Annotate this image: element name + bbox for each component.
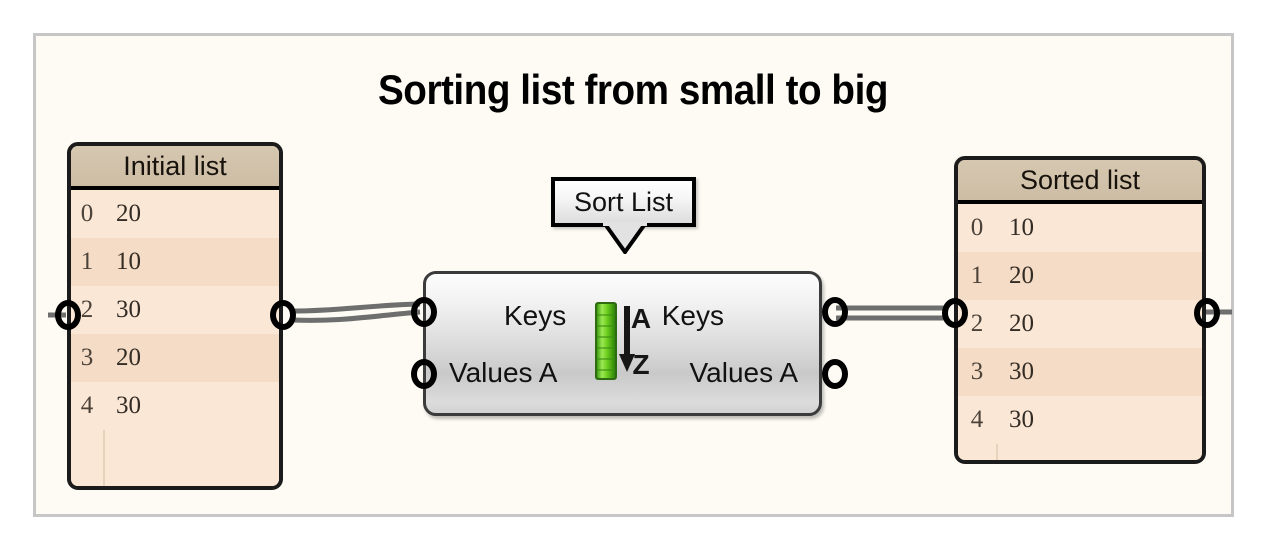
row-value: 30 xyxy=(116,392,141,419)
page-title: Sorting list from small to big xyxy=(377,66,888,113)
list-item[interactable]: 4 30 xyxy=(71,382,279,430)
initial-list-input-connector[interactable] xyxy=(55,300,81,330)
sorted-list-body: 0 10 1 20 2 20 3 30 4 30 xyxy=(958,204,1202,460)
row-index: 1 xyxy=(80,248,94,275)
initial-list-panel[interactable]: Initial list 0 20 1 10 2 30 3 20 4 30 xyxy=(67,142,283,490)
row-index: 2 xyxy=(80,296,94,323)
row-index: 0 xyxy=(970,214,984,241)
initial-list-body: 0 20 1 10 2 30 3 20 4 30 xyxy=(71,190,279,486)
component-output-connector-values-a[interactable] xyxy=(822,359,848,389)
row-index: 4 xyxy=(80,392,94,419)
list-item[interactable]: 1 20 xyxy=(958,252,1202,300)
list-item[interactable]: 1 10 xyxy=(71,238,279,286)
component-input-connector-keys[interactable] xyxy=(411,297,437,327)
sorted-list-panel[interactable]: Sorted list 0 10 1 20 2 20 3 30 4 30 xyxy=(954,156,1206,464)
row-index: 4 xyxy=(970,406,984,433)
sort-icon-letter-z: Z xyxy=(632,349,649,380)
row-value: 20 xyxy=(1009,262,1034,289)
row-index: 2 xyxy=(970,310,984,337)
row-value: 30 xyxy=(1009,406,1034,433)
initial-list-header: Initial list xyxy=(71,146,279,190)
row-value: 10 xyxy=(1009,214,1034,241)
sorted-list-output-connector[interactable] xyxy=(1194,298,1220,328)
sort-icon-letter-a: A xyxy=(631,303,651,334)
row-value: 20 xyxy=(1009,310,1034,337)
row-value: 30 xyxy=(1009,358,1034,385)
input-label-keys: Keys xyxy=(504,300,567,331)
row-value: 20 xyxy=(116,344,141,371)
sorted-list-header: Sorted list xyxy=(958,160,1202,204)
sort-list-callout[interactable]: Sort List xyxy=(551,177,696,227)
list-item[interactable]: 3 30 xyxy=(958,348,1202,396)
callout-tail-icon xyxy=(603,222,647,254)
row-value: 20 xyxy=(116,200,141,227)
output-label-keys: Keys xyxy=(661,300,724,331)
panel-empty-space xyxy=(958,444,1202,460)
sort-ascending-icon: A Z xyxy=(595,302,651,380)
component-output-connector-keys[interactable] xyxy=(822,297,848,327)
row-index: 3 xyxy=(80,344,94,371)
sort-list-callout-label: Sort List xyxy=(573,186,674,217)
row-index: 3 xyxy=(970,358,984,385)
row-value: 30 xyxy=(116,296,141,323)
output-label-values-a: Values A xyxy=(689,357,798,388)
list-item[interactable]: 0 10 xyxy=(958,204,1202,252)
component-input-connector-values-a[interactable] xyxy=(411,359,437,389)
list-item[interactable]: 3 20 xyxy=(71,334,279,382)
row-value: 10 xyxy=(116,248,141,275)
row-index: 0 xyxy=(80,200,94,227)
sort-list-component[interactable]: Keys Values A Keys Values A xyxy=(423,271,822,416)
panel-empty-space xyxy=(71,430,279,486)
initial-list-output-connector[interactable] xyxy=(270,300,296,330)
list-item[interactable]: 2 20 xyxy=(958,300,1202,348)
list-item[interactable]: 2 30 xyxy=(71,286,279,334)
sorted-list-input-connector[interactable] xyxy=(942,298,968,328)
list-item[interactable]: 4 30 xyxy=(958,396,1202,444)
row-index: 1 xyxy=(970,262,984,289)
input-label-values-a: Values A xyxy=(449,357,558,388)
list-item[interactable]: 0 20 xyxy=(71,190,279,238)
